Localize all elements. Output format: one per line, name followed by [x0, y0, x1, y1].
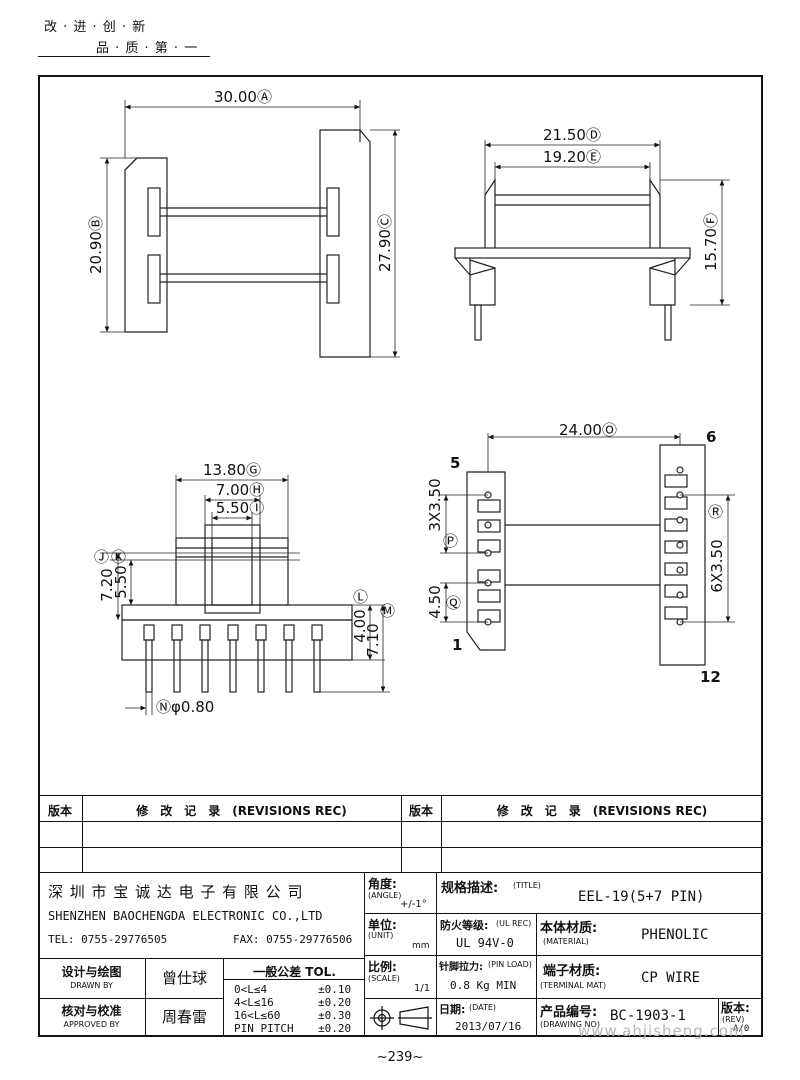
dim-a: 30.00Ⓐ [214, 88, 272, 106]
unit-label-en: (UNIT) [368, 931, 394, 940]
scale-label-cn: 比例: [368, 960, 397, 974]
pin-load-label-cn: 针脚拉力: [439, 962, 483, 973]
company-block [38, 873, 365, 959]
projection-symbol-icon [370, 1006, 432, 1030]
ul-rec-label-en: (UL REC) [496, 919, 532, 928]
dim-d: 21.50Ⓓ [543, 126, 601, 144]
dim-c: 27.90Ⓒ [376, 214, 394, 272]
unit-value: mm [412, 941, 430, 951]
ul-rec-label-cn: 防火等级: [440, 919, 489, 932]
angle-value: +/-1° [400, 899, 427, 910]
slogan-line-1: 改 · 进 · 创 · 新 [44, 20, 147, 35]
tolerance-range: 0<L≤4 [234, 983, 268, 996]
title-value: EEL-19(5+7 PIN) [578, 889, 705, 905]
engineering-drawing: 30.00Ⓐ 20.90Ⓑ 27.90Ⓒ 21.50Ⓓ 19.20Ⓔ 15.70… [87, 88, 735, 716]
tolerance-value: ±0.20 [318, 996, 352, 1009]
drawing-no-value: BC-1903-1 [610, 1008, 686, 1024]
rev-label-cn: 版本: [721, 1001, 750, 1015]
drawing-no-label-en: (DRAWING NO) [540, 1020, 600, 1029]
pin-label-12: 12 [700, 668, 721, 686]
dim-i: 5.50Ⓘ [216, 499, 264, 517]
tolerance-range: 4<L≤16 [234, 996, 274, 1009]
rev-value: A/0 [733, 1024, 750, 1034]
dim-q: Ⓠ [446, 594, 461, 612]
date-label-cn: 日期: [439, 1003, 466, 1016]
dim-j-value: 7.20 [98, 568, 116, 601]
watermark: www.ahjisheng.com [578, 1022, 745, 1040]
dim-h: 7.00Ⓗ [216, 481, 264, 499]
terminal-label-en: (TERMINAL MAT) [540, 981, 607, 990]
approved-by-label-cn: 核对与校准 [61, 1004, 122, 1018]
tolerance-value: ±0.30 [318, 1009, 352, 1022]
date-label-en: (DATE) [469, 1003, 497, 1012]
terminal-value: CP WIRE [641, 970, 701, 986]
dim-l: Ⓛ [353, 588, 368, 606]
approved-by-label-en: APPROVED BY [63, 1020, 120, 1029]
drawn-by-label-en: DRAWN BY [70, 981, 113, 990]
drawing-no-label-cn: 产品编号: [540, 1005, 598, 1020]
tolerance-range: 16<L≤60 [234, 1009, 281, 1022]
drawn-by-label-cn: 设计与绘图 [61, 965, 122, 979]
material-value: PHENOLIC [641, 927, 709, 943]
dim-r: Ⓡ [708, 503, 723, 521]
ul-rec-value: UL 94V-0 [456, 936, 514, 950]
dim-q-value: 4.50 [426, 585, 444, 618]
dim-o: 24.00Ⓞ [559, 421, 617, 439]
top-view [100, 100, 400, 358]
scale-value: 1/1 [414, 983, 431, 994]
drawing-frame [38, 75, 763, 1037]
page-number: ~239~ [376, 1050, 424, 1065]
drawn-by-value: 曾仕球 [161, 969, 207, 987]
terminal-label-cn: 端子材质: [543, 964, 601, 979]
rev-col-title-left: 修 改 记 录 (REVISIONS REC) [136, 804, 347, 818]
dim-f: 15.70Ⓕ [702, 213, 720, 271]
dim-k: Ⓚ [111, 548, 126, 566]
side-view [454, 140, 730, 341]
dim-e: 19.20Ⓔ [543, 148, 601, 166]
approved-by-value: 周春雷 [161, 1008, 207, 1026]
scale-label-en: (SCALE) [368, 974, 400, 983]
dim-p-value: 3X3.50 [426, 478, 444, 531]
dim-k-value: 5.50 [112, 565, 130, 598]
tolerance-value: ±0.20 [318, 1022, 352, 1035]
pin-label-6: 6 [706, 428, 716, 446]
tolerance-title: 一般公差 TOL. [253, 965, 336, 979]
angle-label-en: (ANGLE) [368, 891, 402, 900]
pin-load-label-en: (PIN LOAD) [488, 960, 532, 969]
pin-load-value: 0.8 Kg MIN [450, 979, 517, 992]
revision-table [38, 795, 763, 873]
tolerance-value: ±0.10 [318, 983, 352, 996]
rev-label-en: (REV) [722, 1015, 745, 1024]
dim-m: Ⓜ [380, 602, 395, 620]
slogan-line-2: 品 · 质 · 第 · 一 [96, 41, 199, 56]
dim-n: Ⓝφ0.80 [156, 698, 214, 716]
angle-label-cn: 角度: [368, 877, 397, 891]
title-label-en: (TITLE) [513, 881, 541, 890]
date-value: 2013/07/16 [455, 1020, 522, 1033]
dim-b: 20.90Ⓑ [87, 216, 105, 274]
material-label-cn: 本体材质: [540, 921, 598, 936]
pin-label-5: 5 [450, 454, 460, 472]
dim-g: 13.80Ⓖ [203, 461, 261, 479]
front-view [100, 475, 390, 715]
dim-r-value: 6X3.50 [708, 539, 726, 592]
dim-l-value: 4.00 [351, 609, 369, 642]
tolerance-range: PIN PITCH [234, 1022, 294, 1035]
company-name-cn: 深 圳 市 宝 诚 达 电 子 有 限 公 司 [48, 883, 304, 901]
rev-col-no-right: 版本 [408, 804, 433, 818]
company-fax: FAX: 0755-29776506 [233, 933, 353, 946]
rev-col-title-right: 修 改 记 录 (REVISIONS REC) [496, 804, 708, 818]
slogan-underline [38, 56, 210, 57]
pin-label-1: 1 [452, 636, 462, 654]
bottom-view [440, 433, 735, 666]
material-label-en: (MATERIAL) [543, 937, 589, 946]
unit-label-cn: 单位: [368, 918, 397, 932]
company-tel: TEL: 0755-29776505 [48, 933, 168, 946]
rev-col-no-left: 版本 [47, 804, 72, 818]
dim-p: Ⓟ [443, 532, 458, 550]
dim-j: Ⓙ [94, 548, 109, 566]
title-label-cn: 规格描述: [441, 881, 499, 896]
dim-m-value: 7.10 [364, 623, 382, 656]
company-name-en: SHENZHEN BAOCHENGDA ELECTRONIC CO.,LTD [48, 909, 323, 923]
